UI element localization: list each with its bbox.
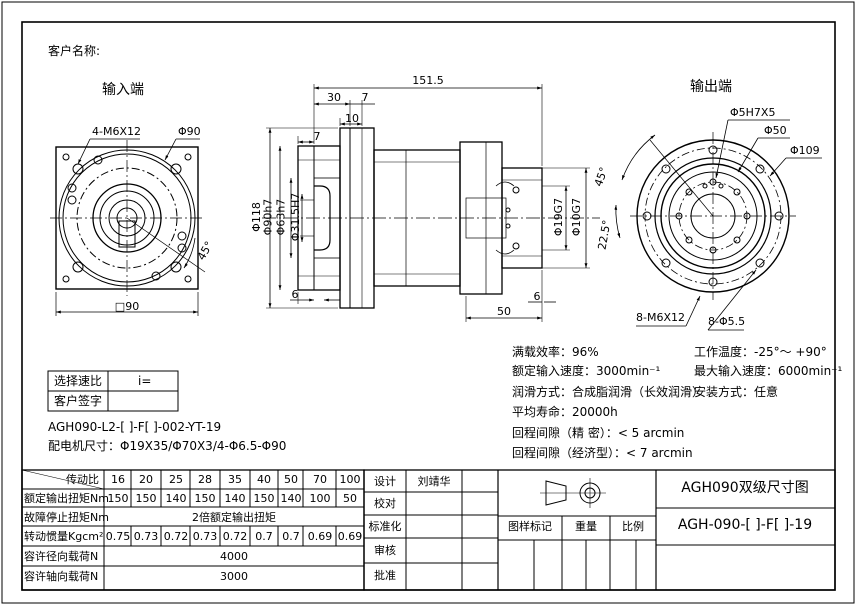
ratio-cell: 25 bbox=[169, 473, 183, 486]
dim-phi63h7: Φ63h7 bbox=[274, 198, 288, 236]
ratio-cell: 50 bbox=[284, 473, 298, 486]
ratio-cell: 16 bbox=[111, 473, 125, 486]
ratio-label: 选择速比 bbox=[53, 374, 103, 388]
dim-6-left: 6 bbox=[291, 288, 299, 301]
inertia-cell: 0.7 bbox=[282, 530, 300, 543]
projection-symbol bbox=[540, 478, 606, 508]
torque-label: 额定输出扭矩Nm bbox=[24, 492, 109, 505]
input-end-label: 输入端 bbox=[102, 82, 144, 98]
dim-out-phi109: Φ109 bbox=[790, 144, 820, 157]
motor-size: 配电机尺寸：Φ19X35/Φ70X3/4-Φ6.5-Φ90 bbox=[48, 439, 287, 453]
inertia-cell: 0.7 bbox=[255, 530, 273, 543]
spec-rated-speed: 额定输入速度：3000min⁻¹ bbox=[512, 364, 661, 378]
output-end-label: 输出端 bbox=[690, 79, 732, 95]
inertia-cell: 0.72 bbox=[163, 530, 189, 543]
ratio-value: i= bbox=[138, 374, 152, 388]
drawing-title: AGH090双级尺寸图 bbox=[681, 480, 809, 496]
drawing-code: AGH-090-[ ]-F[ ]-19 bbox=[677, 517, 813, 533]
output-end-view bbox=[614, 119, 822, 331]
sign-label: 客户签字 bbox=[53, 394, 103, 408]
spec-backlash-economy: 回程间隙（经济型）：< 7 arcmin bbox=[512, 446, 693, 460]
dim-out-phi5: Φ5H7X5 bbox=[730, 106, 776, 119]
spec-backlash-precision: 回程间隙（精 密）：< 5 arcmin bbox=[512, 426, 685, 440]
inertia-cell: 0.73 bbox=[133, 530, 159, 543]
dim-out-holes-m6: 8-M6X12 bbox=[636, 311, 685, 324]
ratio-header: 传动比 bbox=[66, 473, 99, 486]
spec-mounting: 安装方式：任意 bbox=[694, 385, 779, 399]
dim-6-right: 6 bbox=[533, 290, 541, 303]
review-label: 审核 bbox=[374, 544, 396, 557]
ratio-cell: 70 bbox=[313, 473, 327, 486]
dim-50: 50 bbox=[497, 305, 511, 318]
params-table-lines bbox=[21, 469, 365, 591]
dim-out-phi50: Φ50 bbox=[764, 124, 787, 137]
spec-efficiency: 满载效率：96% bbox=[512, 345, 599, 359]
torque-cell: 50 bbox=[343, 492, 357, 505]
std-label: 标准化 bbox=[368, 520, 402, 533]
torque-cell: 140 bbox=[165, 492, 187, 505]
inertia-cell: 0.69 bbox=[307, 530, 333, 543]
torque-cell: 150 bbox=[194, 492, 216, 505]
model-code: AGH090-L2-[ ]-F[ ]-002-YT-19 bbox=[48, 420, 222, 434]
dim-phi90h7: Φ90h7 bbox=[261, 198, 275, 236]
dim-phi315h7: Φ31.5H7 bbox=[289, 192, 303, 242]
estop-label: 故障停止扭矩Nm bbox=[24, 511, 109, 524]
title-block-lines bbox=[363, 469, 836, 591]
ratio-cell: 28 bbox=[198, 473, 212, 486]
inertia-cell: 0.75 bbox=[105, 530, 131, 543]
dim-input-square: □90 bbox=[114, 300, 140, 313]
dim-input-phi90: Φ90 bbox=[178, 125, 201, 138]
torque-cell: 150 bbox=[107, 492, 129, 505]
inertia-cell: 0.69 bbox=[337, 530, 363, 543]
dim-phi10g7: Φ10G7 bbox=[570, 197, 584, 237]
input-end-view bbox=[50, 138, 206, 316]
dim-input-holes: 4-M6X12 bbox=[92, 125, 141, 138]
designer-name: 刘靖华 bbox=[417, 475, 451, 488]
dim-overall-length: 151.5 bbox=[412, 74, 444, 87]
spec-lubrication: 润滑方式：合成脂润滑（长效润滑） bbox=[512, 385, 705, 399]
scale-label: 比例 bbox=[622, 520, 644, 533]
torque-cell: 150 bbox=[253, 492, 275, 505]
radial-label: 容许径向载荷N bbox=[24, 550, 99, 563]
dim-7-left: 7 bbox=[313, 130, 321, 143]
spec-life: 平均寿命：20000h bbox=[512, 405, 618, 419]
customer-name-label: 客户名称: bbox=[48, 44, 101, 58]
check-label: 校对 bbox=[374, 497, 396, 510]
torque-cell: 140 bbox=[280, 492, 302, 505]
spec-max-speed: 最大输入速度：6000min⁻¹ bbox=[694, 364, 843, 378]
spec-temperature: 工作温度：-25°～ +90° bbox=[694, 345, 827, 359]
approve-label: 批准 bbox=[374, 569, 396, 582]
weight-label: 重量 bbox=[575, 520, 597, 533]
torque-cell: 140 bbox=[224, 492, 246, 505]
dim-out-holes-55: 8-Φ5.5 bbox=[708, 315, 746, 328]
inertia-label: 转动惯量Kgcm² bbox=[24, 530, 104, 543]
axial-value: 3000 bbox=[220, 570, 248, 583]
ratio-cell: 35 bbox=[228, 473, 242, 486]
ratio-cell: 40 bbox=[257, 473, 271, 486]
inertia-cell: 0.73 bbox=[192, 530, 218, 543]
estop-value: 2倍额定输出扭矩 bbox=[192, 511, 276, 524]
torque-cell: 150 bbox=[135, 492, 157, 505]
torque-cell: 100 bbox=[309, 492, 331, 505]
inertia-cell: 0.72 bbox=[222, 530, 248, 543]
ratio-cell: 100 bbox=[339, 473, 361, 486]
radial-value: 4000 bbox=[220, 550, 248, 563]
design-label: 设计 bbox=[374, 475, 396, 488]
ratio-cell: 20 bbox=[139, 473, 153, 486]
side-view bbox=[262, 84, 600, 322]
dim-7-top: 7 bbox=[361, 91, 369, 104]
mark-label: 图样标记 bbox=[508, 520, 552, 533]
selection-table-lines bbox=[47, 370, 179, 412]
dim-phi19g7: Φ19G7 bbox=[552, 197, 566, 237]
axial-label: 容许轴向载荷N bbox=[24, 570, 99, 583]
dim-10: 10 bbox=[345, 112, 359, 125]
dim-30: 30 bbox=[327, 91, 341, 104]
